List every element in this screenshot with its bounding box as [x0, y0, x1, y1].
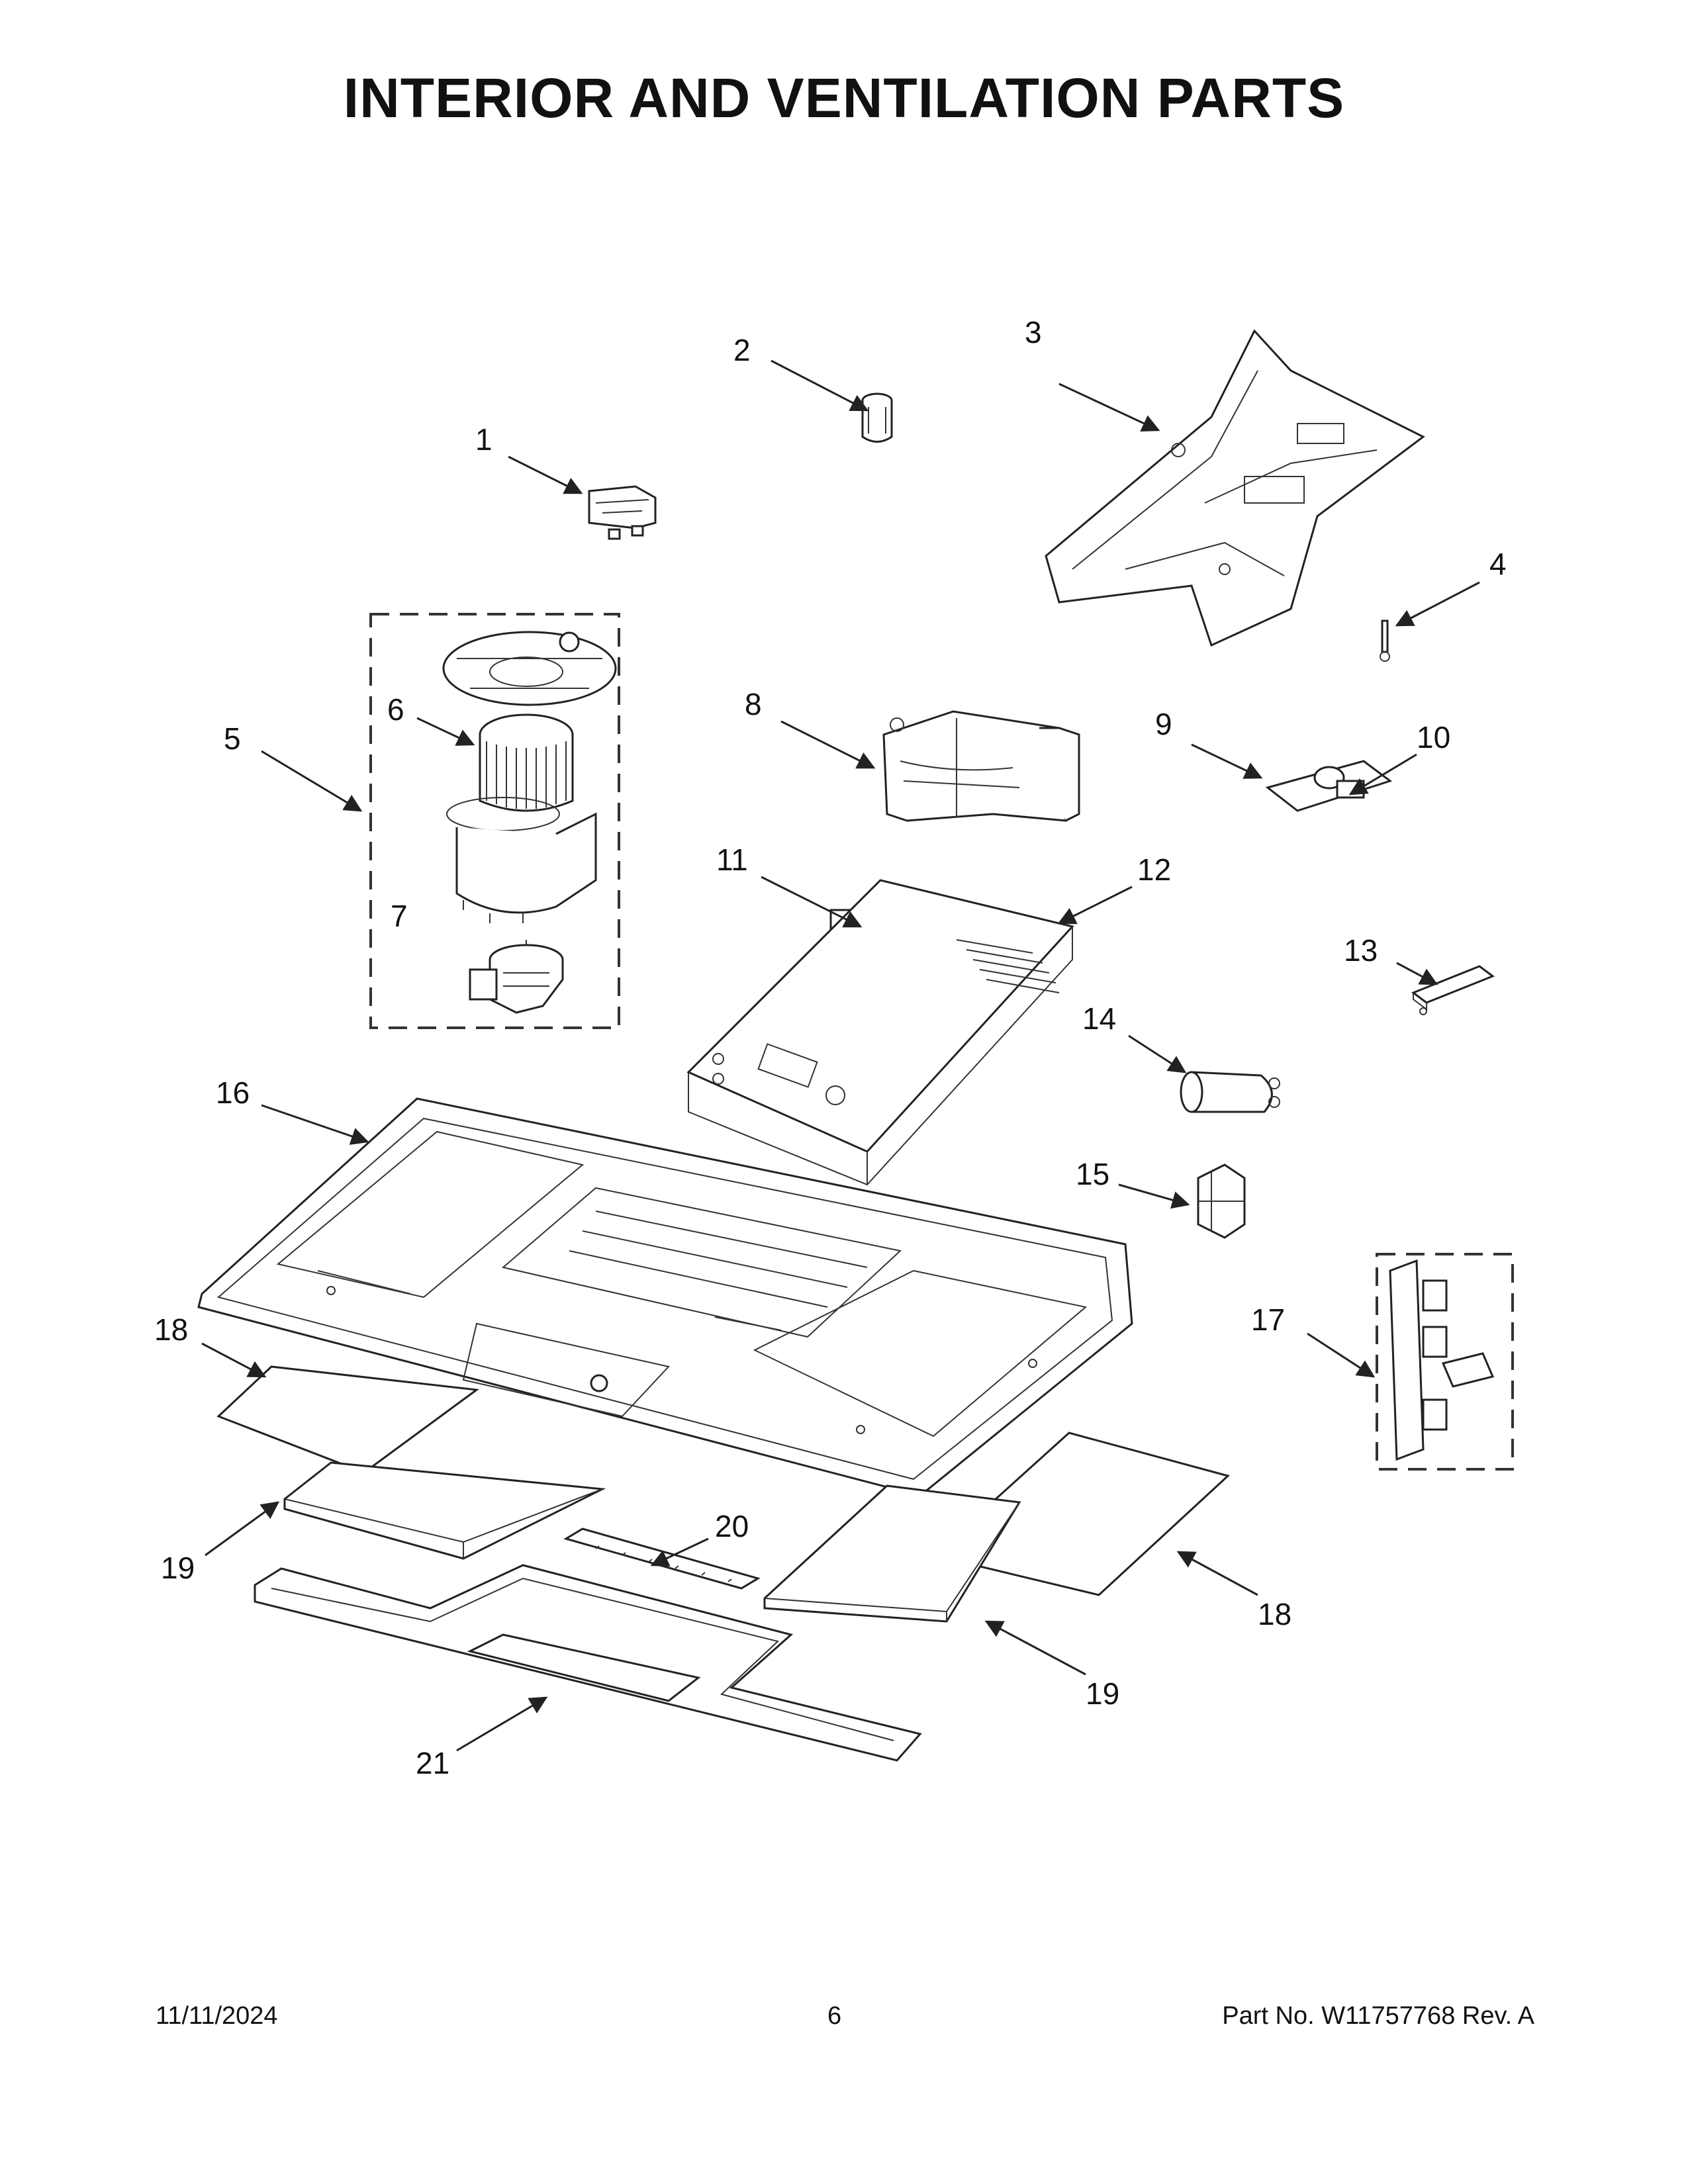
callout-9: 9	[1155, 707, 1172, 741]
page-title: INTERIOR AND VENTILATION PARTS	[343, 67, 1345, 129]
callout-10: 10	[1417, 720, 1450, 754]
footer-date: 11/11/2024	[156, 2002, 278, 2030]
part-18-right-filter-drawing	[931, 1432, 1231, 1596]
callout-arrows	[201, 359, 1480, 1752]
callout-21: 21	[416, 1746, 449, 1780]
part-3-bracket-drawing	[1045, 329, 1425, 647]
callout-17: 17	[1251, 1302, 1285, 1337]
part-2-cap-drawing	[861, 392, 893, 443]
part-9-board-drawing	[1265, 760, 1393, 812]
part-1-switch-drawing	[588, 485, 657, 540]
part-15-clip-drawing	[1197, 1163, 1246, 1239]
callout-8: 8	[745, 687, 762, 721]
part-16-base-pan-drawing	[197, 1097, 1133, 1497]
part-13-small-plate-drawing	[1411, 965, 1495, 1015]
callout-16: 16	[216, 1075, 250, 1110]
part-17-switch-assembly-drawing	[1389, 1259, 1495, 1461]
callout-7: 7	[391, 899, 408, 933]
callout-14: 14	[1082, 1001, 1116, 1036]
part-7-motor-drawing	[469, 940, 564, 1014]
footer-page-number: 6	[827, 2002, 842, 2030]
part-6-fan-wheel-drawing	[479, 713, 574, 812]
callout-2: 2	[733, 333, 751, 367]
callout-labels: 1 2 3 4 5 6 7 8 9 10 11 12 13 14 15 16 1…	[154, 315, 1507, 1780]
callout-1: 1	[475, 422, 492, 457]
callout-11: 11	[716, 842, 748, 877]
part-12-base-plate-drawing	[686, 879, 1074, 1186]
footer-part-number: Part No. W11757768 Rev. A	[1222, 2002, 1534, 2030]
callout-18-left: 18	[154, 1312, 188, 1347]
part-8-duct-drawing	[882, 710, 1080, 822]
callout-18-right: 18	[1258, 1597, 1291, 1631]
callout-13: 13	[1344, 933, 1378, 968]
switch-assembly-group-box	[1376, 1253, 1514, 1471]
part-18-left-filter-drawing	[216, 1365, 479, 1474]
callout-5: 5	[224, 721, 241, 756]
part-19-left-frame-drawing	[283, 1461, 606, 1560]
callout-20: 20	[715, 1509, 749, 1543]
callout-19-left: 19	[161, 1551, 195, 1585]
blower-assembly-group-box	[369, 613, 620, 1029]
callout-6: 6	[387, 692, 404, 727]
part-21-vent-frame-drawing	[254, 1564, 922, 1762]
callout-4: 4	[1489, 547, 1507, 581]
callout-19-right: 19	[1086, 1676, 1119, 1711]
blower-scroll-housing-drawing	[446, 797, 597, 923]
callout-3: 3	[1025, 315, 1042, 349]
part-4-pin-drawing	[1380, 619, 1390, 662]
blower-housing-plate-drawing	[442, 631, 617, 706]
part-19-right-frame-drawing	[763, 1484, 1021, 1623]
callout-12: 12	[1137, 852, 1171, 887]
callout-15: 15	[1076, 1157, 1109, 1191]
part-14-capacitor-drawing	[1180, 1071, 1280, 1113]
